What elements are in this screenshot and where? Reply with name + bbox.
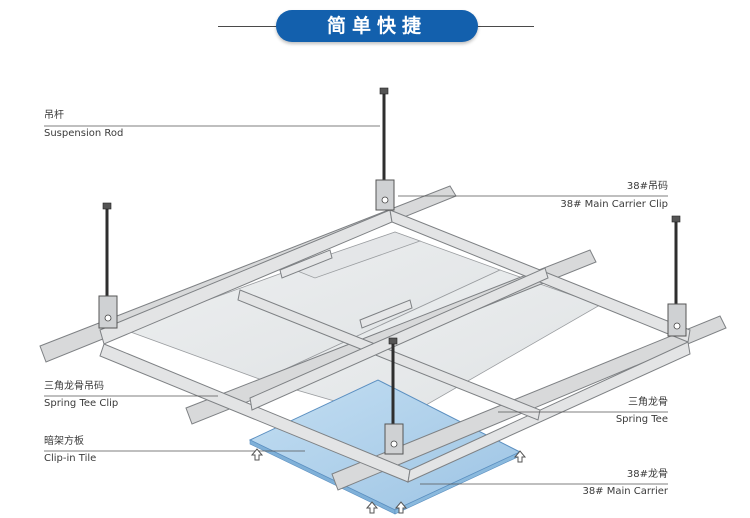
up-arrow-icon bbox=[365, 501, 379, 514]
suspension-rod-label-en: Suspension Rod bbox=[44, 128, 124, 139]
clip-in-tile-label-en: Clip-in Tile bbox=[44, 453, 97, 464]
page-title: 简单快捷 bbox=[276, 10, 478, 42]
main-carrier-clip bbox=[375, 179, 395, 211]
rod-nuts bbox=[102, 87, 681, 345]
up-arrow-icon bbox=[394, 501, 408, 514]
main-carrier-label-cn: 38#龙骨 bbox=[626, 469, 668, 480]
spring-tee-rail bbox=[249, 267, 549, 411]
spring-tee-label-en: Spring Tee bbox=[615, 414, 668, 425]
leader-lines bbox=[44, 125, 668, 485]
main-carrier-clip bbox=[384, 423, 404, 455]
spring-tee-clip-label-cn: 三角龙骨吊码 bbox=[44, 381, 104, 392]
up-arrow-icon bbox=[513, 450, 527, 463]
main-carrier-rail bbox=[331, 315, 727, 491]
cross-tee bbox=[279, 249, 413, 329]
ceiling-panels bbox=[123, 231, 601, 421]
main-carrier-clip bbox=[98, 295, 118, 329]
spring-tee-rail bbox=[237, 289, 541, 421]
suspension-rods bbox=[105, 88, 678, 434]
main-carrier-clip-label-cn: 38#吊码 bbox=[626, 181, 668, 192]
carrier-clips bbox=[98, 179, 687, 455]
clip-in-tile-label-cn: 暗架方板 bbox=[44, 436, 84, 447]
header-rule-left bbox=[218, 26, 284, 27]
suspension-rod-label-cn: 吊杆 bbox=[44, 110, 64, 121]
up-arrows bbox=[250, 448, 527, 514]
spring-tee-clip-label-en: Spring Tee Clip bbox=[44, 398, 119, 409]
main-carrier-clip-label-en: 38# Main Carrier Clip bbox=[560, 199, 668, 210]
main-carrier-label-en: 38# Main Carrier bbox=[582, 486, 668, 497]
spring-tee-label-cn: 三角龙骨 bbox=[628, 397, 668, 408]
ceiling-panel bbox=[288, 231, 422, 279]
main-carrier-clip bbox=[667, 303, 687, 337]
header-rule-right bbox=[470, 26, 534, 27]
clip-holes bbox=[104, 196, 681, 448]
up-arrow-icon bbox=[250, 448, 264, 461]
